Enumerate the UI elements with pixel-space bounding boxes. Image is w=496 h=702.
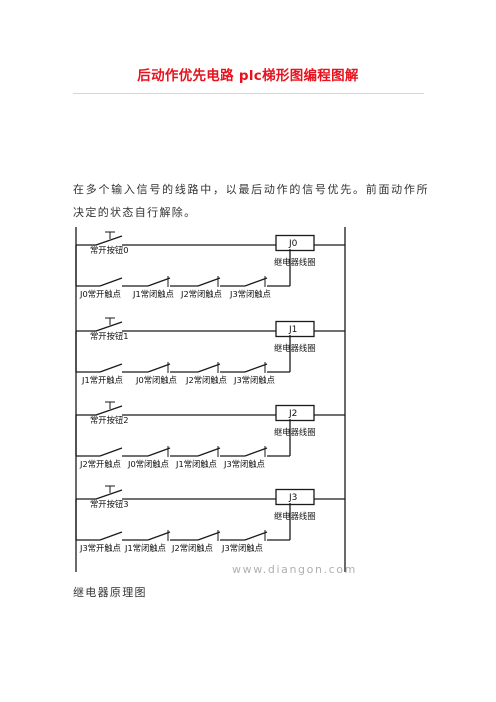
contact-label: J2常闭触点 [171,543,213,553]
coil-label: 继电器线圈 [274,427,316,437]
contact-label: J0常闭触点 [135,375,177,385]
button-label: 常开按钮1 [90,331,128,341]
nc-contact [197,531,221,541]
nc-contact [147,277,171,287]
no-contact [99,277,123,287]
contact-label: J0常开触点 [79,289,121,299]
nc-contact [197,447,221,457]
contact-label: J3常开触点 [79,543,121,553]
nc-contact [147,447,171,457]
nc-contact [147,531,171,541]
coil-name: J0 [288,239,298,249]
no-contact [99,363,123,373]
contact-label: J2常闭触点 [180,289,222,299]
coil-name: J2 [288,409,297,419]
coil-box [275,488,315,506]
nc-contact [197,363,221,373]
coil-box [275,404,315,422]
coil-label: 继电器线圈 [274,511,316,521]
nc-contact [244,363,268,373]
diagram-caption: 继电器原理图 [73,586,147,599]
no-contact [99,531,123,541]
intro-paragraph: 在多个输入信号的线路中，以最后动作的信号优先。前面动作所决定的状态自行解除。 [73,183,429,219]
no-contact [99,447,123,457]
contact-label: J1常闭触点 [132,289,174,299]
nc-contact [244,277,268,287]
button-contact [95,321,123,332]
coil-box [275,234,315,252]
button-label: 常开按钮2 [90,415,128,425]
contact-label: J3常闭触点 [221,543,263,553]
contact-label: J1常开触点 [81,375,123,385]
page-title: 后动作优先电路 plc梯形图编程图解 [137,68,359,84]
contact-label: J1常闭触点 [175,459,217,469]
button-label: 常开按钮3 [90,499,128,509]
contact-label: J0常闭触点 [127,459,169,469]
nc-contact [244,447,268,457]
contact-label: J2常闭触点 [185,375,227,385]
button-contact [95,405,123,416]
nc-contact [197,277,221,287]
coil-name: J3 [288,493,297,503]
contact-label: J1常闭触点 [124,543,166,553]
coil-box [275,320,315,338]
contact-label: J3常闭触点 [229,289,271,299]
title-divider [73,93,424,94]
coil-name: J1 [288,325,297,335]
nc-contact [244,531,268,541]
button-contact [95,235,123,246]
watermark: www.diangon.com [232,563,357,576]
button-label: 常开按钮0 [90,245,128,255]
nc-contact [147,363,171,373]
contact-label: J3常闭触点 [233,375,275,385]
contact-label: J3常闭触点 [223,459,265,469]
coil-label: 继电器线圈 [274,343,316,353]
contact-label: J2常开触点 [79,459,121,469]
coil-label: 继电器线圈 [274,257,316,267]
button-contact [95,489,123,500]
